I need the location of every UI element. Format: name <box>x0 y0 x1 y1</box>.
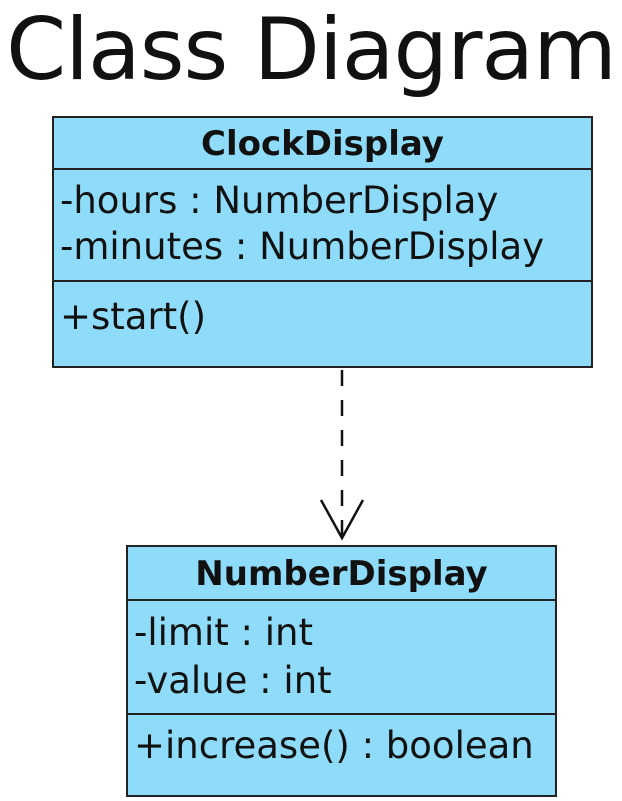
attribute-minutes: -minutes : NumberDisplay <box>60 225 545 268</box>
class-box-clockdisplay: ClockDisplay -hours : NumberDisplay -min… <box>52 116 593 368</box>
attributes-section: -hours : NumberDisplay -minutes : Number… <box>54 168 591 280</box>
operation-increase: +increase() : boolean <box>134 724 534 767</box>
operations-section: +start() <box>54 280 591 366</box>
attribute-limit: -limit : int <box>134 611 313 654</box>
diagram-title: Class Diagram <box>6 0 617 100</box>
operations-section: +increase() : boolean <box>128 713 555 795</box>
attribute-hours: -hours : NumberDisplay <box>60 179 499 222</box>
operation-start: +start() <box>60 295 207 338</box>
class-name: ClockDisplay <box>201 124 444 164</box>
attributes-section: -limit : int -value : int <box>128 599 555 713</box>
class-name: NumberDisplay <box>195 554 488 594</box>
attribute-value: -value : int <box>134 659 332 702</box>
class-box-numberdisplay: NumberDisplay -limit : int -value : int … <box>126 545 557 797</box>
open-arrowhead <box>319 499 365 541</box>
